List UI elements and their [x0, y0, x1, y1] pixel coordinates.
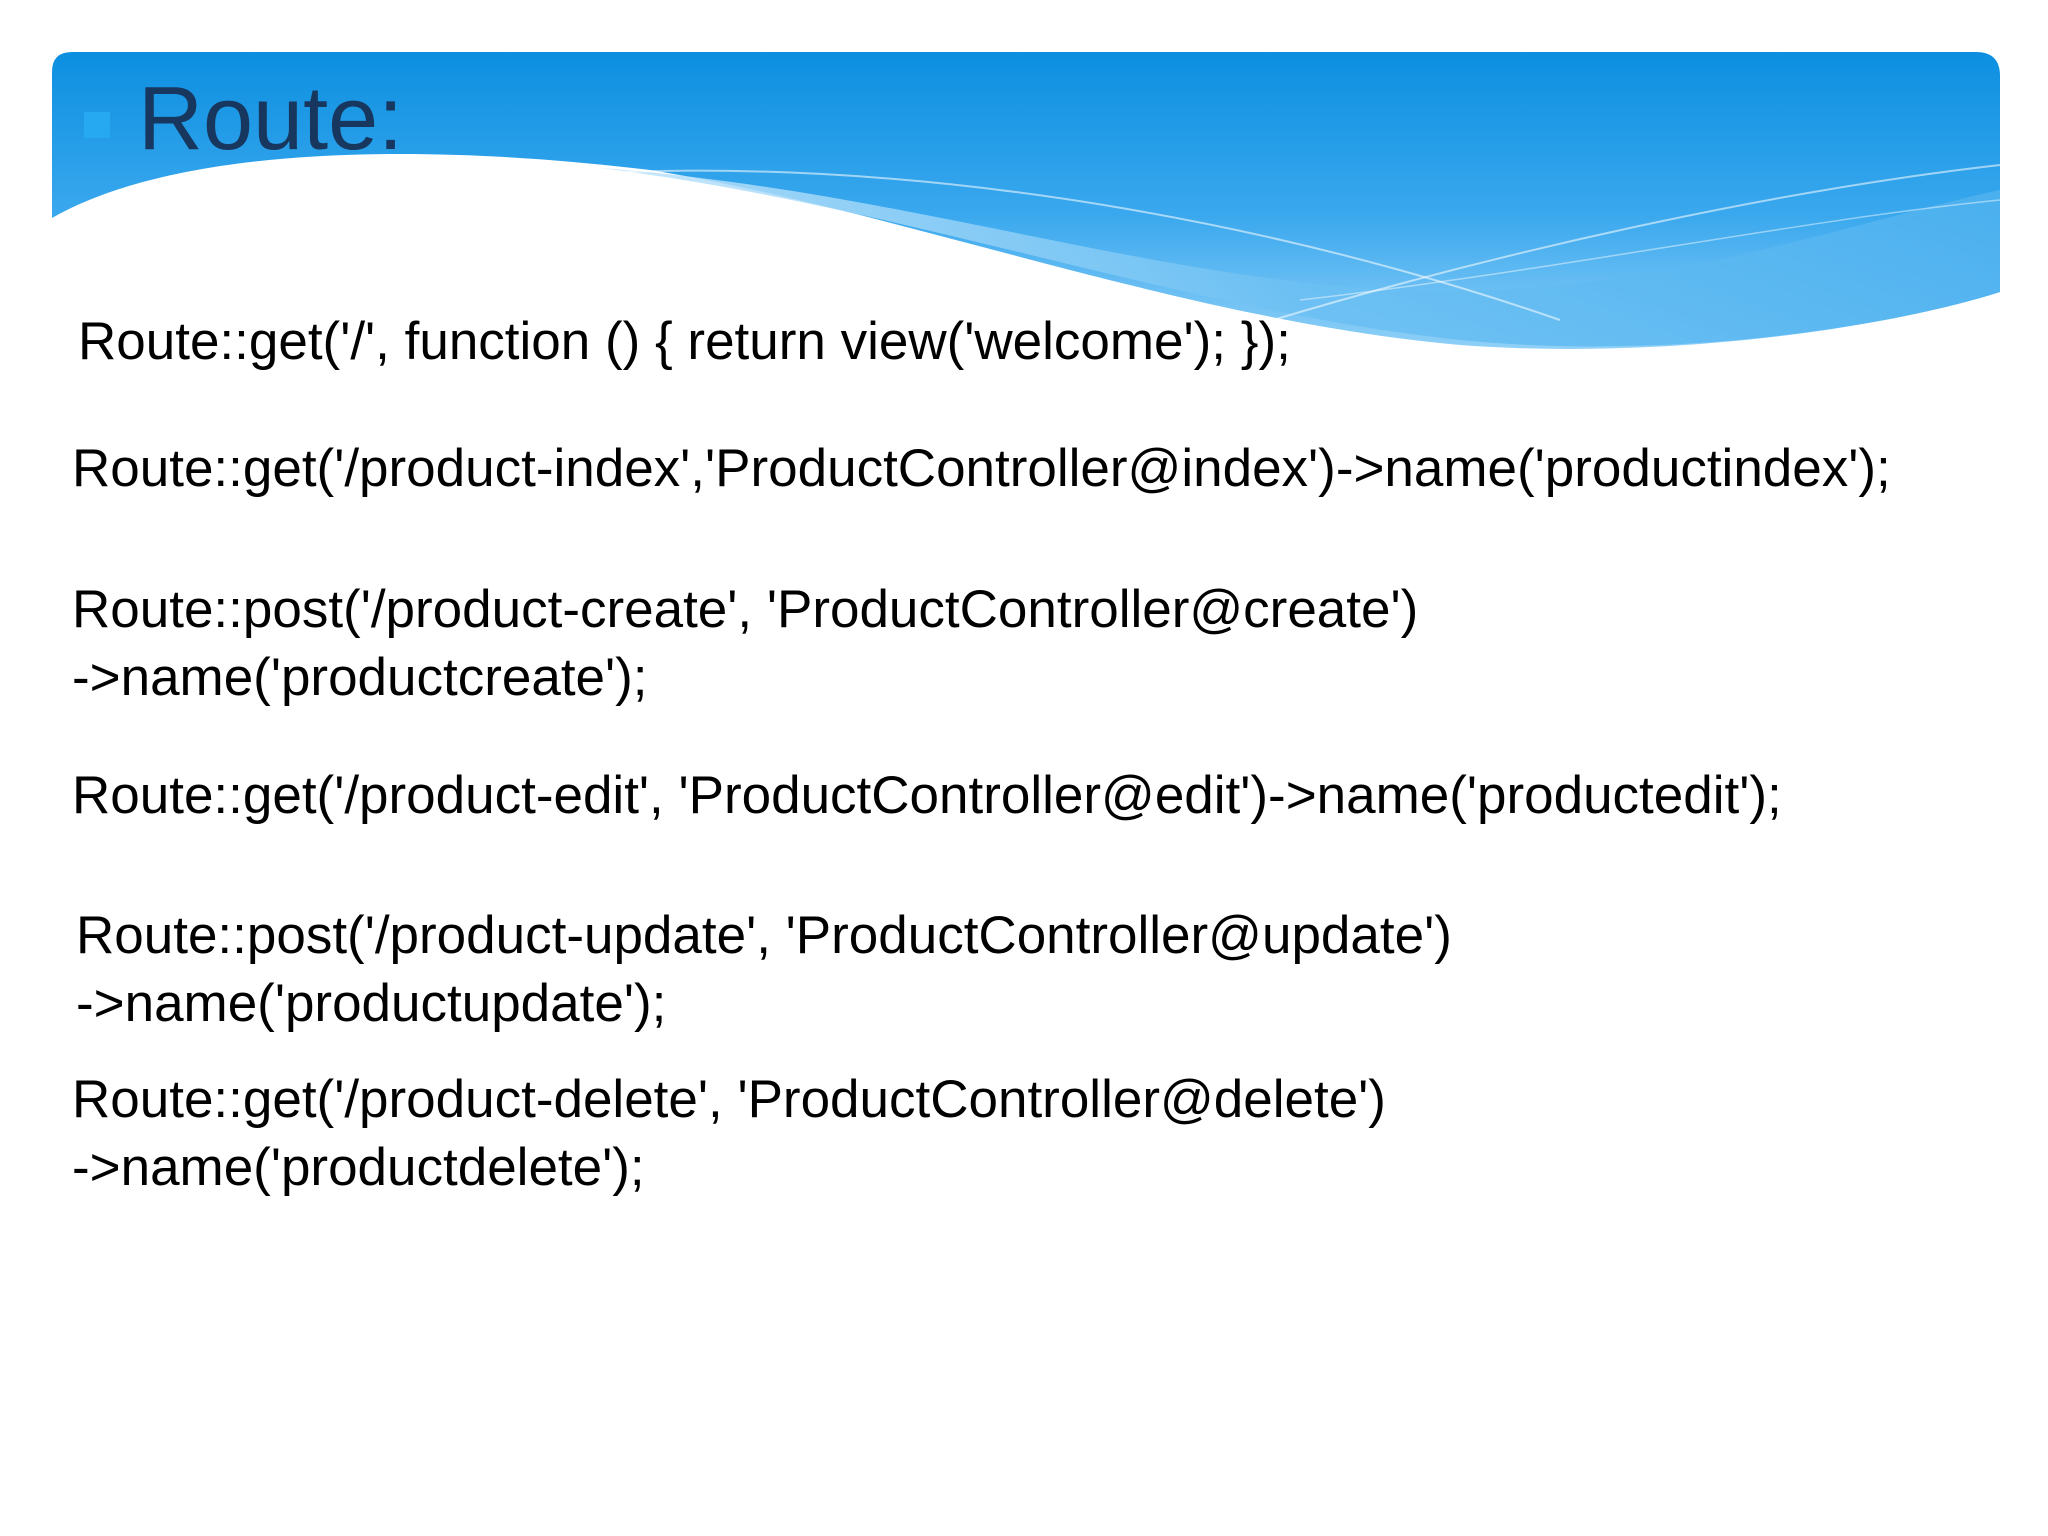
- route-4-line-1: Route::get('/product-edit', 'ProductCont…: [72, 766, 1782, 825]
- slide-title: Route:: [138, 69, 404, 169]
- route-5-line-1: Route::post('/product-update', 'ProductC…: [76, 906, 1452, 965]
- route-3-line-2: ->name('productcreate');: [72, 648, 648, 707]
- route-1-line-1: Route::get('/', function () { return vie…: [78, 312, 1291, 371]
- route-2-line-1: Route::get('/product-index','ProductCont…: [72, 439, 1891, 498]
- route-6-line-2: ->name('productdelete');: [72, 1138, 645, 1197]
- title-bullet-icon: [84, 112, 110, 138]
- route-6-line-1: Route::get('/product-delete', 'ProductCo…: [72, 1070, 1386, 1129]
- header-wave-banner: [52, 52, 2001, 349]
- route-3-line-1: Route::post('/product-create', 'ProductC…: [72, 580, 1419, 639]
- route-5-line-2: ->name('productupdate');: [76, 974, 667, 1033]
